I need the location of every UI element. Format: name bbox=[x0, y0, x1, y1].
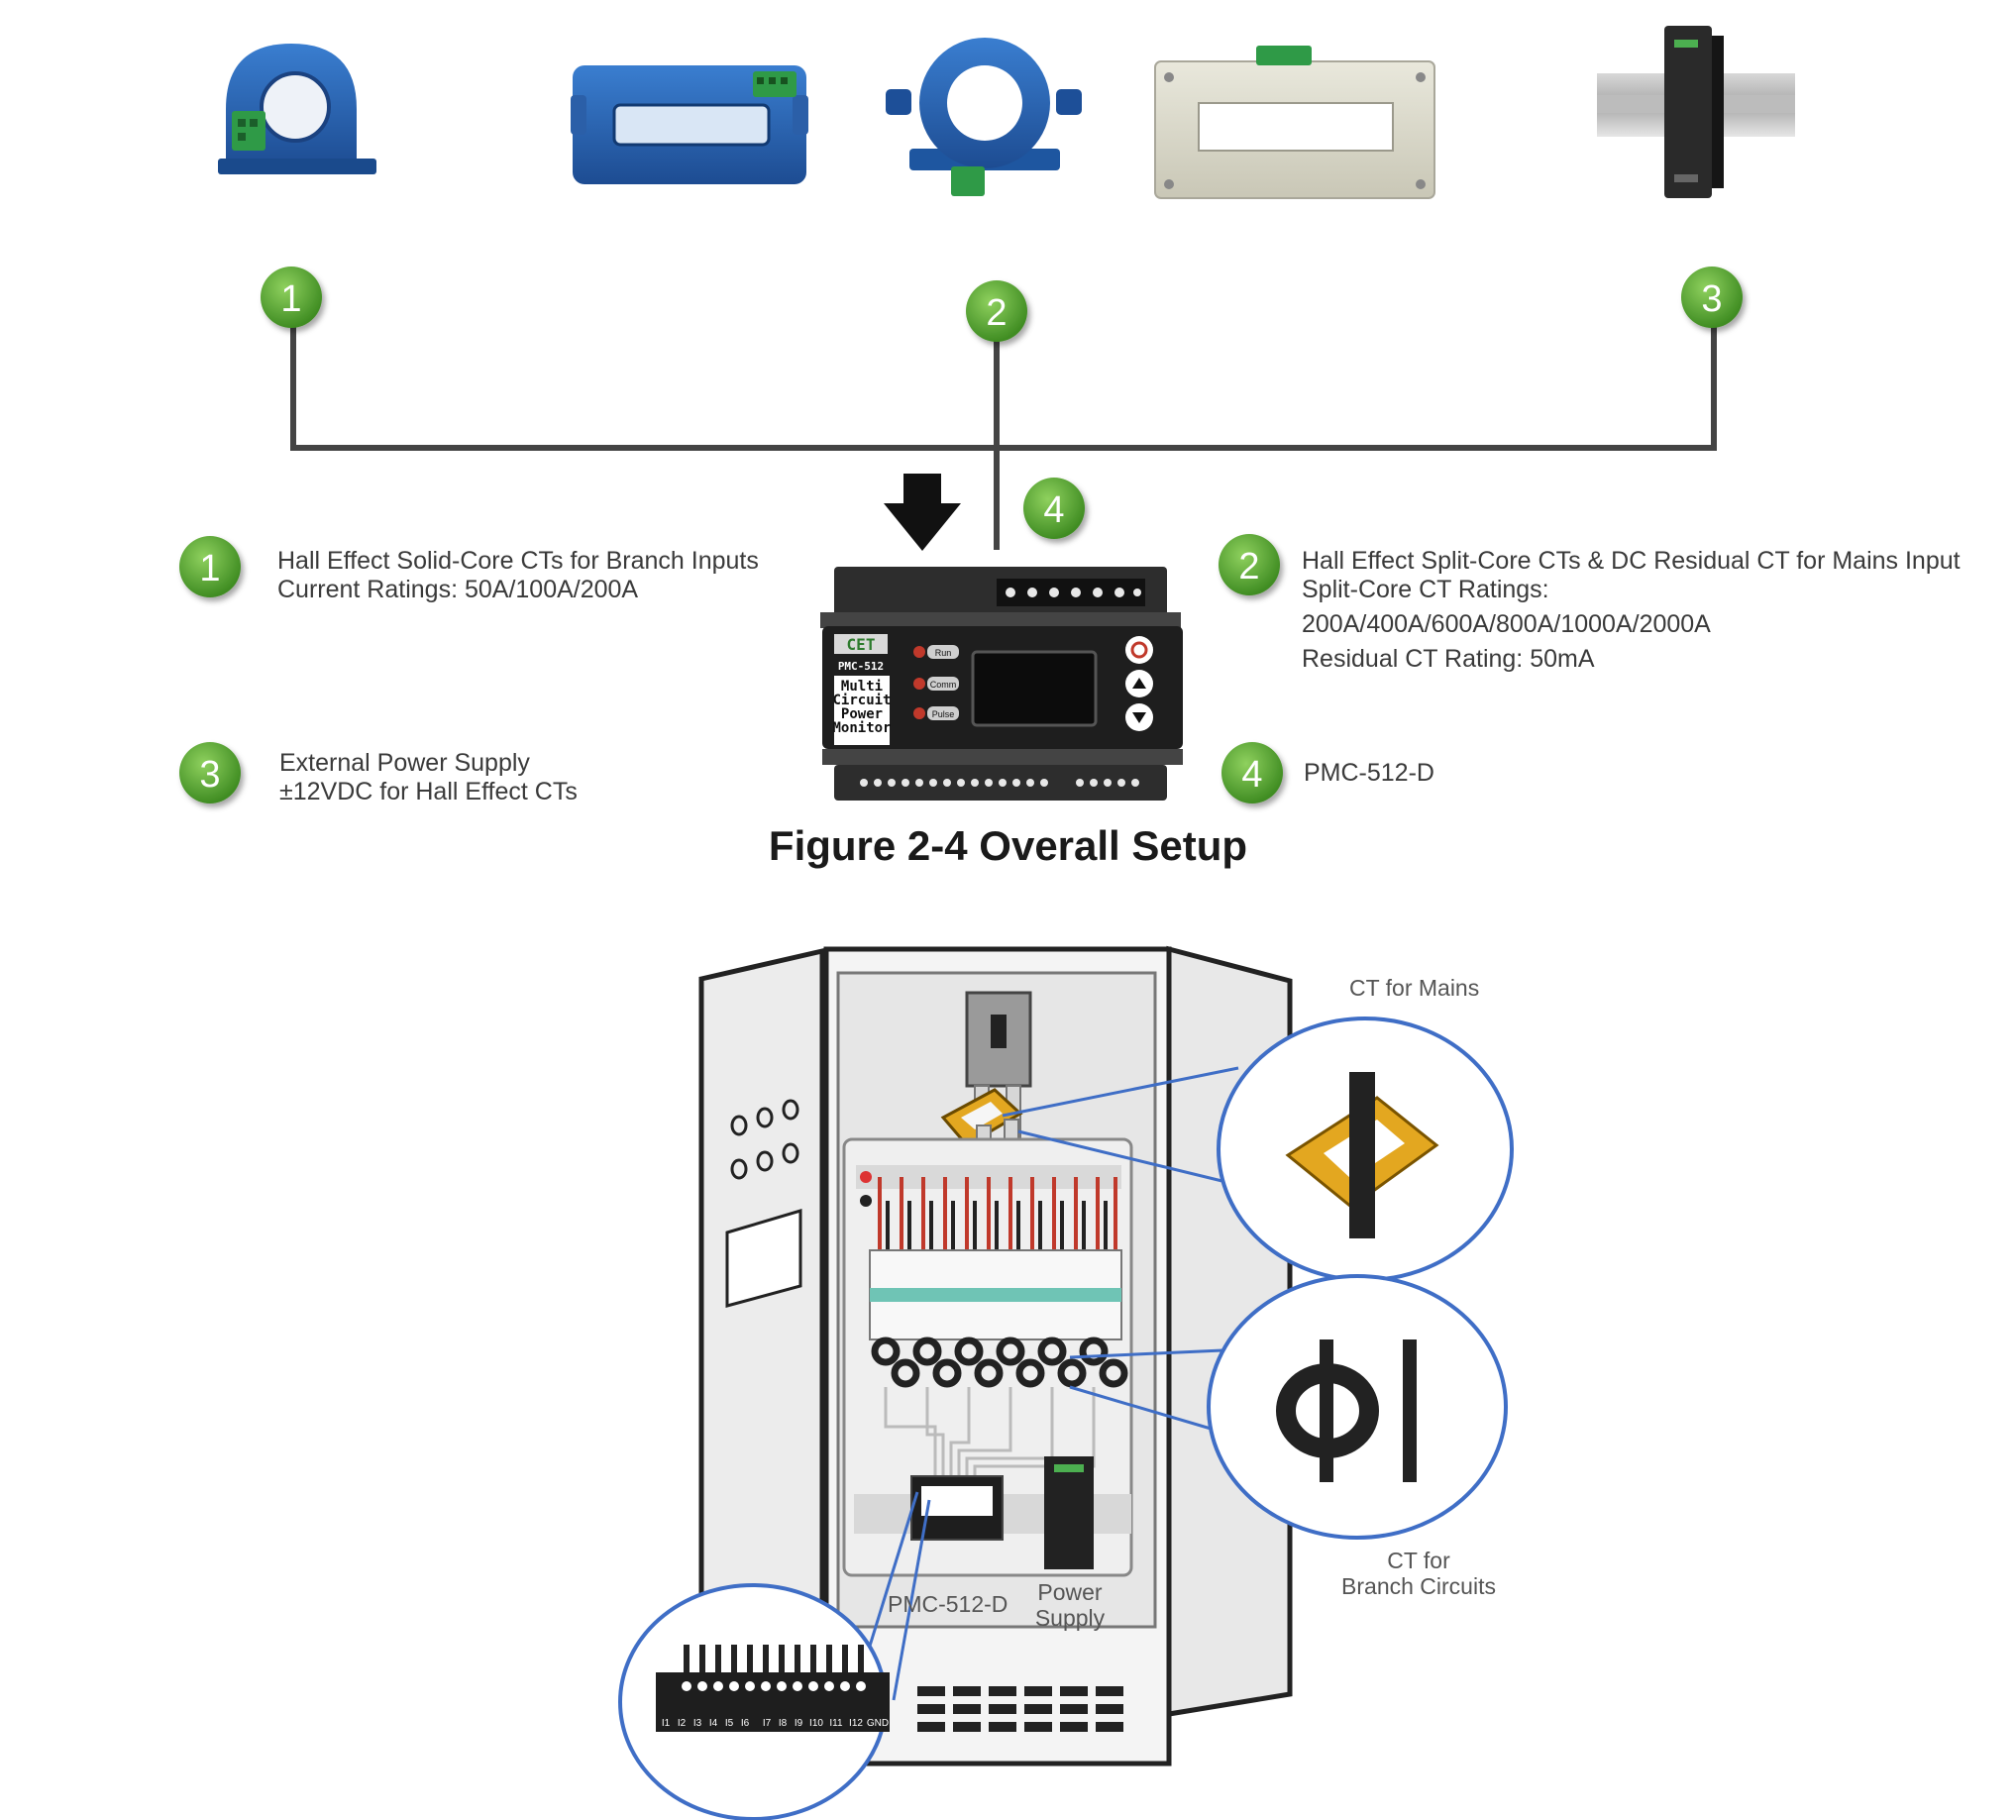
mains-ct-callout bbox=[1002, 1017, 1514, 1282]
svg-text:I9: I9 bbox=[795, 1718, 803, 1729]
terminal-callout: I1 I2 I3 I4 I5 I6 I7 I8 I9 I10 I11 I12 G… bbox=[618, 1491, 931, 1820]
legend-1-line-2: Current Ratings: 50A/100A/200A bbox=[277, 576, 639, 603]
svg-text:I6: I6 bbox=[741, 1718, 750, 1729]
branch-ct-row bbox=[871, 1337, 1128, 1388]
svg-text:Run: Run bbox=[935, 648, 952, 658]
svg-text:I1: I1 bbox=[662, 1718, 671, 1729]
ct-branch-label: CT for Branch Circuits bbox=[1331, 1548, 1506, 1599]
badge-4-device: 4 bbox=[1023, 478, 1085, 539]
svg-text:Circuit: Circuit bbox=[832, 693, 891, 708]
power-supply-label: Power Supply bbox=[1030, 1579, 1110, 1631]
svg-text:I8: I8 bbox=[779, 1718, 788, 1729]
pmc-512-d-label: PMC-512-D bbox=[888, 1591, 1008, 1617]
legend-2-line-1: Hall Effect Split-Core CTs & DC Residual… bbox=[1302, 547, 1961, 575]
legend-badge-2: 2 bbox=[1219, 534, 1280, 595]
svg-text:2: 2 bbox=[986, 292, 1007, 334]
legend-1-line-1: Hall Effect Solid-Core CTs for Branch In… bbox=[277, 547, 759, 575]
legend-text-1: Hall Effect Solid-Core CTs for Branch In… bbox=[277, 547, 759, 604]
svg-text:1: 1 bbox=[280, 278, 301, 320]
figure-caption: Figure 2-4 Overall Setup bbox=[768, 822, 1248, 869]
legend-text-2: Hall Effect Split-Core CTs & DC Residual… bbox=[1302, 547, 1961, 674]
svg-text:I3: I3 bbox=[693, 1718, 702, 1729]
svg-text:3: 3 bbox=[1701, 278, 1722, 320]
legend-text-3: External Power Supply ±12VDC for Hall Ef… bbox=[279, 749, 578, 806]
legend-2-line-4: Residual CT Rating: 50mA bbox=[1302, 645, 1595, 673]
svg-text:2: 2 bbox=[1238, 546, 1259, 588]
solid-core-ct-icon bbox=[218, 44, 376, 174]
connection-wires bbox=[290, 294, 1717, 550]
down-arrow-icon bbox=[884, 474, 961, 551]
din-power-supply-icon bbox=[1597, 26, 1795, 198]
legend-badge-1: 1 bbox=[179, 536, 241, 597]
badge-3-top: 3 bbox=[1681, 267, 1743, 328]
svg-text:Monitor: Monitor bbox=[832, 720, 891, 736]
power-supply-label-line-2: Supply bbox=[1034, 1605, 1106, 1631]
svg-text:I12: I12 bbox=[849, 1718, 863, 1729]
svg-text:Power: Power bbox=[841, 706, 883, 722]
ct-branch-label-line-2: Branch Circuits bbox=[1341, 1573, 1496, 1599]
split-core-ct-icon bbox=[571, 65, 808, 184]
legend-4-line-1: PMC-512-D bbox=[1304, 759, 1434, 787]
svg-text:I10: I10 bbox=[809, 1718, 823, 1729]
badge-2-top: 2 bbox=[966, 280, 1027, 342]
power-supply-label-line-1: Power bbox=[1037, 1579, 1103, 1605]
svg-text:1: 1 bbox=[199, 548, 220, 589]
badge-1-top: 1 bbox=[261, 267, 322, 328]
svg-text:CET: CET bbox=[847, 635, 876, 654]
svg-text:3: 3 bbox=[199, 754, 220, 796]
svg-text:I11: I11 bbox=[829, 1718, 843, 1729]
legend-2-line-2: Split-Core CT Ratings: bbox=[1302, 576, 1549, 603]
legend-2-line-3: 200A/400A/600A/800A/1000A/2000A bbox=[1302, 610, 1711, 638]
svg-text:PMC-512: PMC-512 bbox=[838, 660, 884, 673]
door-vent-holes bbox=[730, 1099, 799, 1180]
svg-text:4: 4 bbox=[1043, 489, 1064, 531]
pmc-512-device: CET PMC-512 Multi Circuit Power Monitor … bbox=[820, 567, 1183, 801]
svg-text:Multi: Multi bbox=[841, 679, 883, 695]
ct-branch-label-line-1: CT for bbox=[1387, 1548, 1450, 1573]
legend-3-line-1: External Power Supply bbox=[279, 749, 530, 777]
svg-text:I4: I4 bbox=[709, 1718, 718, 1729]
legend-badge-3: 3 bbox=[179, 742, 241, 803]
legend-text-4: PMC-512-D bbox=[1304, 759, 1434, 788]
svg-text:GND: GND bbox=[867, 1718, 889, 1729]
branch-ct-callout bbox=[1069, 1274, 1508, 1540]
svg-text:I2: I2 bbox=[678, 1718, 687, 1729]
ct-mains-label: CT for Mains bbox=[1349, 975, 1480, 1001]
svg-text:I5: I5 bbox=[725, 1718, 734, 1729]
residual-ct-icon bbox=[1154, 46, 1435, 199]
round-split-core-ct-icon bbox=[886, 38, 1082, 196]
svg-text:Pulse: Pulse bbox=[932, 709, 955, 719]
svg-text:I7: I7 bbox=[763, 1718, 772, 1729]
branch-breakers bbox=[856, 1165, 1122, 1340]
svg-text:Comm: Comm bbox=[930, 680, 957, 690]
legend-badge-4: 4 bbox=[1221, 742, 1283, 803]
legend-3-line-2: ±12VDC for Hall Effect CTs bbox=[279, 778, 578, 805]
cabinet-illustration bbox=[698, 945, 1293, 1766]
cabinet-vents bbox=[917, 1686, 1123, 1732]
svg-text:4: 4 bbox=[1241, 754, 1262, 796]
